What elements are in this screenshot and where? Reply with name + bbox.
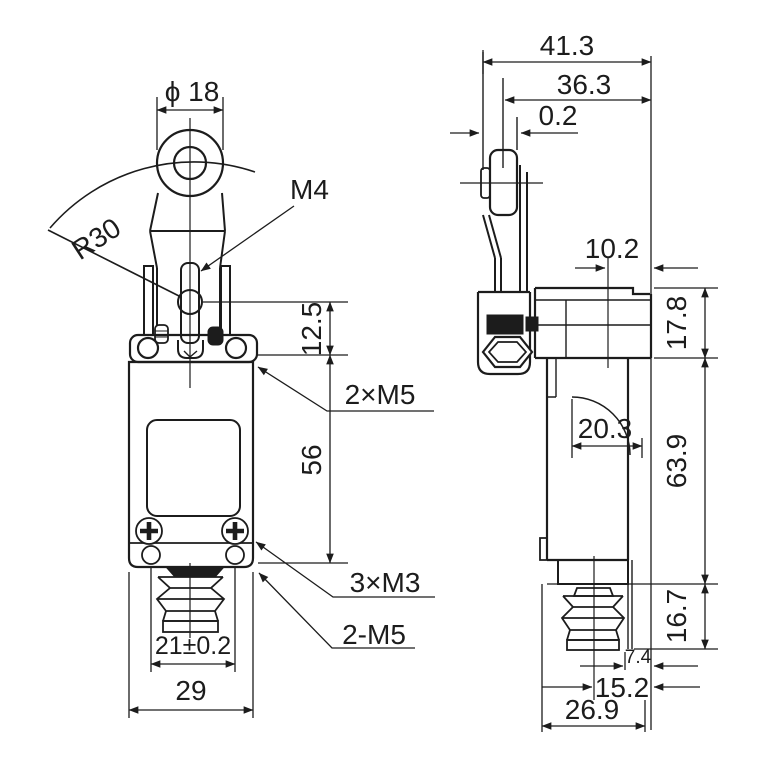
swing-depth-label: 20.3	[578, 413, 633, 444]
d29-ext-lines	[128, 572, 254, 718]
lever-depth-label: 36.3	[557, 69, 612, 100]
hole-spacing-label: 21±0.2	[155, 632, 231, 660]
center-offset-label: 15.2	[595, 672, 650, 703]
phi18-ext-lines	[156, 97, 224, 150]
base-depth-label: 26.9	[565, 694, 620, 725]
lever-clearance-label: 0.2	[539, 100, 578, 131]
plunger-housing	[557, 559, 629, 585]
front-dimensions	[128, 97, 435, 718]
plate-offset-label: 12.5	[296, 302, 327, 357]
fork-post-right	[220, 265, 231, 336]
pin-foot-slots	[183, 350, 198, 358]
strip-lower-lines	[482, 165, 528, 292]
cover-screws-leader	[255, 541, 435, 598]
side-lower-body	[545, 358, 630, 562]
body-outline	[127, 360, 255, 569]
side-bellows-ridges	[560, 595, 626, 641]
swing-arc-group	[47, 161, 256, 298]
side-labels: 41.3 36.3 0.2 10.2 17.8 20.3 63.9 16.7 7…	[539, 30, 692, 725]
body-width-label: 29	[175, 675, 206, 706]
body-window	[146, 419, 241, 517]
cover-screw-slots	[140, 522, 244, 540]
front-view: ϕ 18 R30 M4 12.5 2×M5 56 3×M3 2-M5 21±0.…	[47, 76, 435, 718]
front-bellows	[155, 563, 226, 638]
overall-depth-label: 41.3	[540, 30, 595, 61]
fork-post-left	[143, 265, 154, 336]
side-head-seams	[535, 299, 651, 358]
side-dimensions	[450, 50, 718, 732]
mount-thread-label: 2-M5	[342, 619, 406, 650]
lever-pin	[180, 262, 200, 344]
side-body-inner	[547, 358, 557, 398]
cover-screws-label: 3×M3	[350, 567, 421, 598]
pin-foot	[177, 340, 204, 359]
side-bellows-base	[566, 639, 620, 651]
mount-hole-left	[141, 545, 161, 565]
head-screws-leader	[257, 366, 434, 412]
head-height-label: 17.8	[661, 296, 692, 351]
head-screws-label: 2×M5	[345, 379, 416, 410]
side-body	[533, 258, 653, 649]
front-body	[127, 333, 259, 569]
roller-inner-circle	[172, 145, 208, 181]
head-depth-label: 10.2	[585, 233, 640, 264]
roller-outer-circle	[155, 128, 225, 198]
clamp-shaft-band	[486, 314, 524, 335]
swing-arc	[49, 161, 256, 229]
side-body-height-label: 63.9	[661, 434, 692, 489]
roller-diameter-label: ϕ 18	[165, 76, 220, 107]
body-height-label: 56	[296, 444, 327, 475]
shaft-nub	[525, 316, 539, 332]
front-labels: ϕ 18 R30 M4 12.5 2×M5 56 3×M3 2-M5 21±0.…	[66, 76, 420, 706]
front-lever	[143, 192, 231, 359]
head-hole-left	[136, 336, 160, 360]
side-view: 41.3 36.3 0.2 10.2 17.8 20.3 63.9 16.7 7…	[450, 30, 718, 732]
lever-pin-hole	[177, 289, 203, 315]
strip-upper-lines	[482, 52, 518, 170]
side-body-tab	[539, 537, 547, 561]
mount-hole-right	[225, 545, 245, 565]
pin-thread-label: M4	[290, 174, 329, 205]
stem-offset-label: 7.4	[625, 647, 652, 668]
swing-radius-leader	[47, 229, 182, 298]
mount-thread-leader	[258, 572, 415, 649]
lever-outline	[149, 192, 226, 334]
side-lever	[460, 52, 543, 376]
front-roller	[155, 128, 225, 198]
boot-height-label: 16.7	[661, 589, 692, 644]
bellows-flange	[164, 566, 226, 577]
grub-screw-threads	[155, 330, 168, 338]
clamp-hex-nut-inner	[487, 341, 528, 363]
head-hole-right	[224, 336, 248, 360]
swing-radius-label: R30	[66, 212, 126, 266]
side-head-outline	[533, 286, 653, 360]
lever-clamp	[476, 290, 532, 376]
d21-ext-lines	[150, 566, 236, 672]
m4-leader	[200, 205, 295, 272]
side-bellows	[557, 556, 629, 700]
